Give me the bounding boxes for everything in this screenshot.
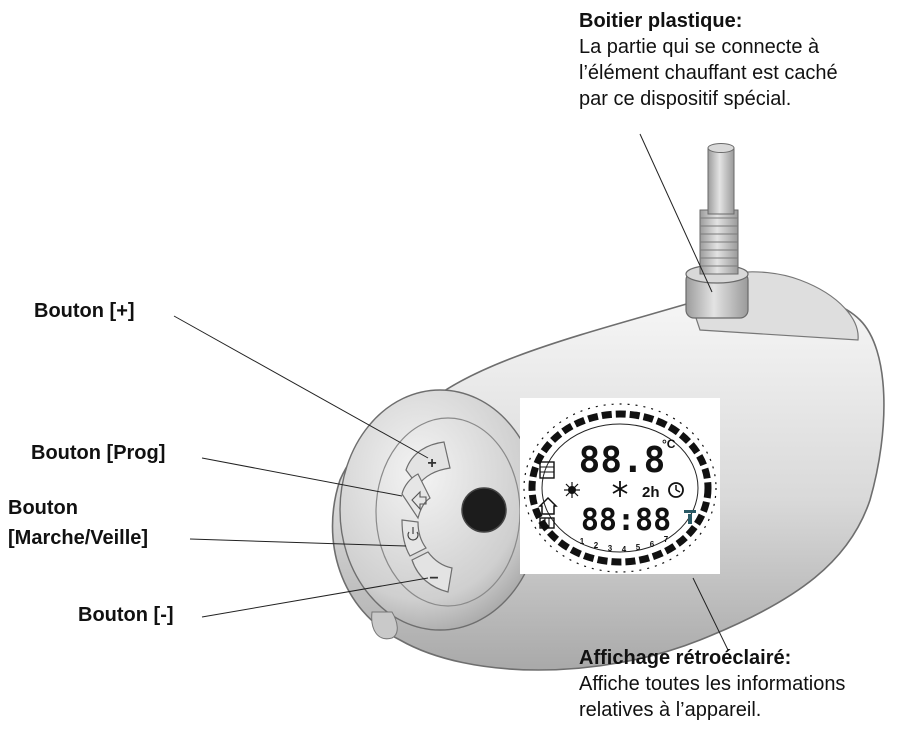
callout-housing-line: La partie qui se connecte à — [579, 36, 820, 58]
lcd-timer: 2h — [642, 484, 660, 501]
minus-symbol: − — [429, 570, 438, 587]
callout-display-title: Affichage rétroéclairé: — [579, 647, 792, 669]
leader-plus — [173, 315, 429, 459]
label-plus-button: Bouton [+] — [34, 300, 135, 322]
leader-power — [189, 538, 407, 547]
callout-housing-line: par ce dispositif spécial. — [579, 88, 792, 110]
callout-display-line: relatives à l’appareil. — [579, 699, 762, 721]
plus-symbol: + — [427, 455, 436, 472]
day-number: 4 — [622, 545, 627, 554]
leader-display — [692, 577, 729, 651]
callout-housing: Boitier plastique: La partie qui se conn… — [579, 8, 838, 112]
lcd-inner-ring — [541, 423, 699, 553]
day-number: 7 — [664, 535, 669, 544]
leader-housing — [639, 133, 713, 293]
callout-display: Affichage rétroéclairé: Affiche toutes l… — [579, 645, 845, 723]
callout-display-line: Affiche toutes les informations — [579, 673, 846, 695]
day-number: 1 — [580, 537, 585, 546]
day-number: 2 — [594, 541, 599, 550]
day-number: 5 — [636, 543, 641, 552]
label-power-button-line2: [Marche/Veille] — [8, 527, 149, 549]
lcd-outer-ring — [523, 403, 717, 573]
lcd-day-numbers: 1 2 3 4 5 6 7 — [580, 535, 669, 554]
radiator-icon — [539, 517, 555, 529]
label-power-button-line1: Bouton — [8, 497, 78, 519]
lcd-temperature: 88.8 — [579, 440, 666, 481]
sun-icon — [564, 482, 580, 498]
clock-icon — [668, 482, 684, 498]
lcd-display: 88.8 °C 2h — [520, 398, 720, 574]
minus-button[interactable]: − — [411, 551, 453, 593]
callout-housing-line: l’élément chauffant est caché — [579, 62, 838, 84]
label-minus-button: Bouton [-] — [78, 604, 174, 626]
bottom-stub — [371, 611, 398, 640]
sensor-hole — [461, 487, 507, 533]
power-icon — [407, 527, 419, 541]
towel-rail-icon — [539, 461, 555, 479]
prog-arrow-icon — [411, 490, 427, 511]
label-prog-button: Bouton [Prog] — [31, 442, 166, 464]
lcd-time: 88:88 — [581, 503, 671, 538]
prog-button[interactable] — [401, 473, 431, 520]
lcd-segment-ring — [528, 410, 712, 566]
callout-housing-title: Boitier plastique: — [579, 10, 743, 32]
lcd-temp-unit: °C — [662, 437, 676, 451]
connector-thread — [699, 209, 739, 275]
snowflake-icon — [612, 481, 628, 497]
signal-icon — [684, 510, 696, 524]
connector-shaft — [707, 143, 735, 215]
leader-minus — [201, 577, 429, 618]
power-button[interactable] — [401, 519, 427, 557]
home-icon — [538, 496, 558, 515]
day-number: 6 — [650, 540, 655, 549]
day-number: 3 — [608, 544, 613, 553]
leader-prog — [201, 457, 403, 497]
